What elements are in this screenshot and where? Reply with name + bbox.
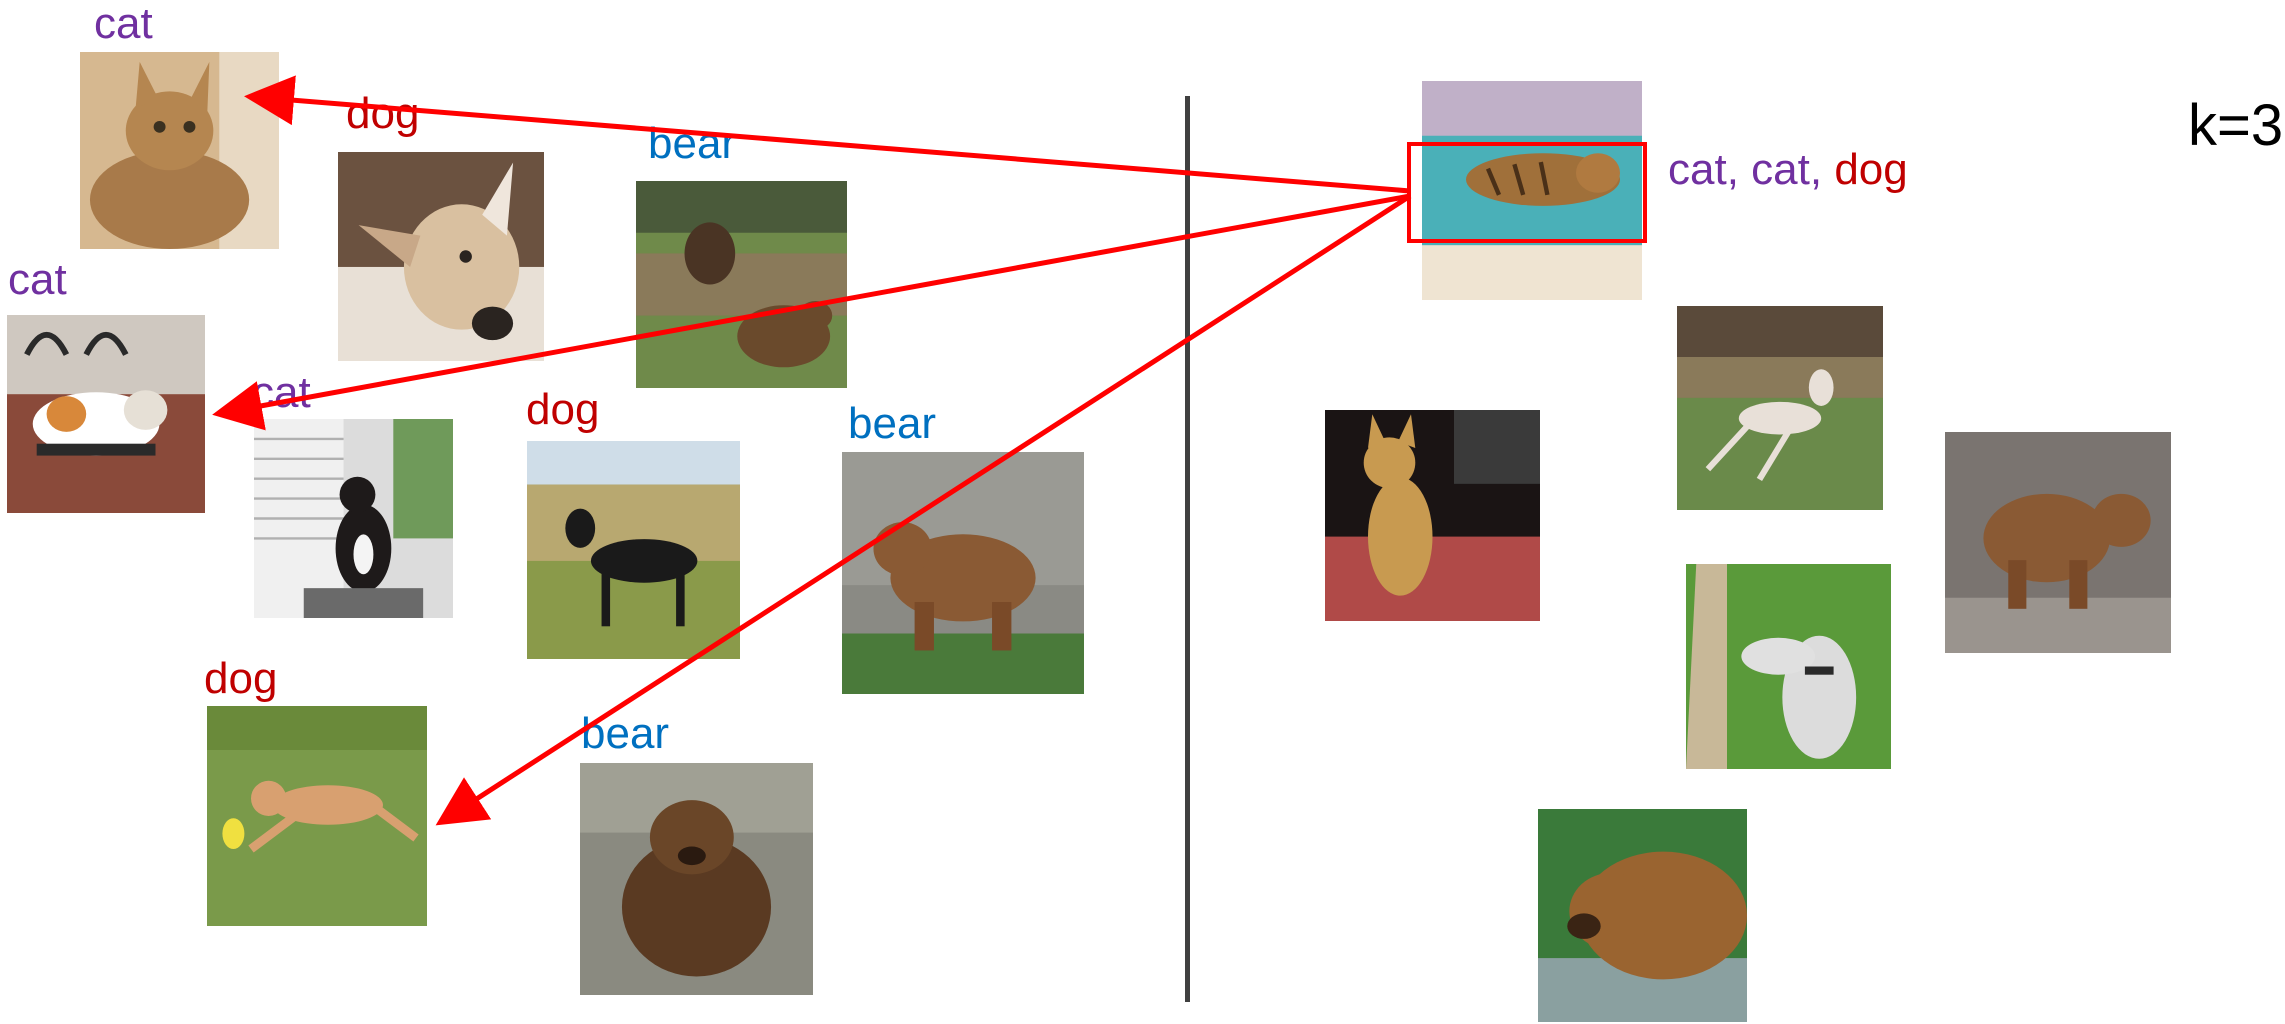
neighbor-label-1: cat [1668, 145, 1727, 194]
label-bear-1: bear [648, 119, 737, 168]
label-cat-2: cat [8, 255, 67, 304]
photo-cat-at-window [254, 419, 453, 618]
photo-bengal-cat [1325, 410, 1540, 621]
photo-bear-on-rocks [842, 452, 1084, 694]
photo-query-tabby-cat [1422, 81, 1642, 300]
photo-cat-on-chair [7, 315, 205, 513]
photo-whippet-closeup [338, 152, 544, 361]
query-neighbor-labels: cat, cat, dog [1668, 145, 1908, 195]
photo-bear-river [1538, 809, 1747, 1022]
label-cat-3: cat [252, 368, 311, 417]
photo-dog-frisbee [207, 706, 427, 926]
photo-black-dog-grass [527, 441, 740, 659]
photo-greyhound-running [1677, 306, 1883, 510]
k-value-label: k=3 [2188, 93, 2284, 158]
neighbor-separator-2: , [1809, 145, 1835, 194]
query-highlight-box [1407, 142, 1647, 243]
photo-bears-clearing [636, 181, 847, 388]
label-bear-3: bear [581, 709, 670, 758]
label-bear-2: bear [848, 399, 937, 448]
photo-whippet-path [1686, 564, 1891, 769]
photo-grizzly-sitting [580, 763, 813, 995]
neighbor-separator-1: , [1726, 145, 1752, 194]
photo-bear-standing [1945, 432, 2171, 653]
label-dog-1: dog [346, 89, 420, 138]
divider-line [1185, 96, 1190, 1002]
label-cat-1: cat [94, 0, 153, 48]
label-dog-3: dog [204, 654, 278, 703]
label-dog-2: dog [526, 385, 600, 434]
photo-abyssinian-cat [80, 52, 279, 249]
neighbor-label-3: dog [1834, 145, 1908, 194]
neighbor-label-2: cat [1751, 145, 1810, 194]
